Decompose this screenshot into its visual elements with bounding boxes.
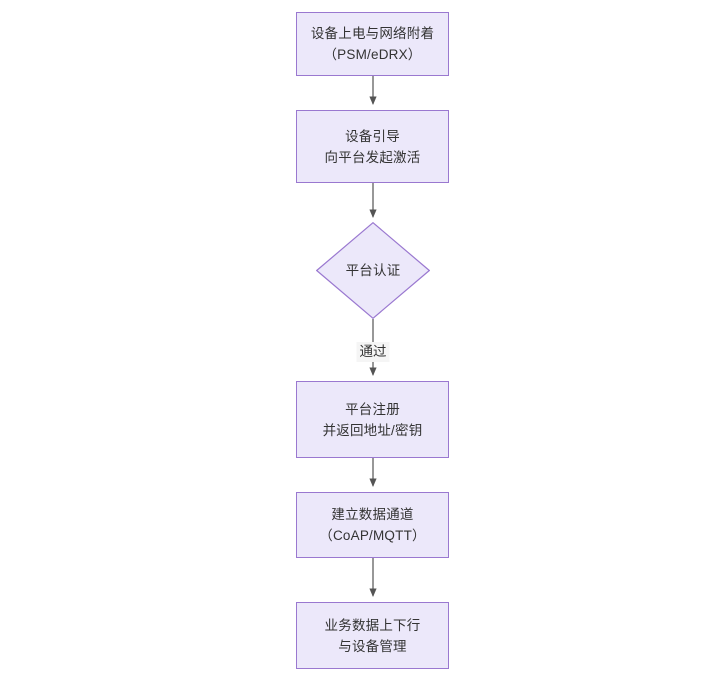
node-device-bootstrap-line-1: 设备引导 [345, 128, 400, 144]
node-establish-data-channel-line-2: （CoAP/MQTT） [319, 528, 426, 543]
node-business-data-line-2: 与设备管理 [338, 638, 407, 654]
diamond-shape [316, 222, 430, 319]
node-platform-registration-line-1: 平台注册 [345, 401, 400, 417]
node-device-bootstrap[interactable]: 设备引导 向平台发起激活 [296, 110, 449, 183]
node-establish-data-channel[interactable]: 建立数据通道 （CoAP/MQTT） [296, 492, 449, 558]
node-platform-authentication[interactable]: 平台认证 [316, 222, 430, 319]
node-device-power-on[interactable]: 设备上电与网络附着 （PSM/eDRX） [296, 12, 449, 76]
node-platform-registration-line-2: 并返回地址/密钥 [322, 422, 423, 438]
node-business-data-line-1: 业务数据上下行 [324, 617, 421, 633]
node-device-power-on-line-2: （PSM/eDRX） [323, 47, 422, 62]
node-establish-data-channel-line-1: 建立数据通道 [331, 507, 414, 522]
node-device-bootstrap-line-2: 向平台发起激活 [324, 149, 421, 165]
node-platform-registration[interactable]: 平台注册 并返回地址/密钥 [296, 381, 449, 458]
node-platform-authentication-label: 平台认证 [345, 263, 401, 278]
node-device-power-on-line-1: 设备上电与网络附着 [310, 26, 435, 41]
edge-label-pass: 通过 [356, 342, 390, 362]
node-business-data-and-device-management[interactable]: 业务数据上下行 与设备管理 [296, 602, 449, 669]
